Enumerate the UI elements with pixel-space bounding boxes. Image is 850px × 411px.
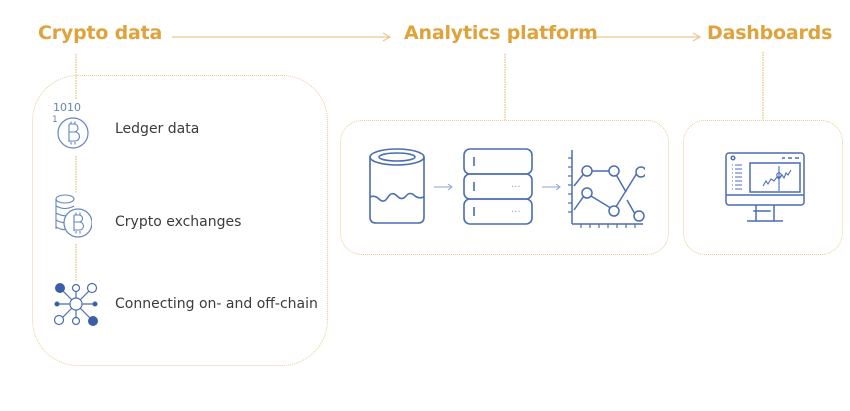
bitcoin-binary-icon: 1010 1 [50, 100, 90, 154]
arrow-crypto-to-analytics [172, 32, 392, 42]
stage-title-dashboards: Dashboards [707, 22, 833, 44]
crypto-exchanges-label: Crypto exchanges [115, 214, 242, 230]
server-dots-2: ··· [511, 207, 521, 218]
arrow-analytics-to-dashboards [583, 32, 702, 42]
binary-text-2: 1 [52, 115, 58, 125]
arrow-servers-to-chart [542, 183, 561, 191]
stage-title-crypto-data: Crypto data [38, 22, 163, 44]
analytics-platform-panel [340, 120, 669, 255]
connecting-chain-label: Connecting on- and off-chain [115, 296, 318, 312]
monitor-dashboard-icon [724, 151, 806, 227]
line-chart-icon [565, 148, 647, 228]
network-hub-icon [53, 281, 99, 327]
stage-title-analytics-platform: Analytics platform [404, 22, 598, 44]
database-icon [367, 147, 427, 225]
server-dots: ··· [511, 182, 521, 193]
binary-text: 1010 [53, 101, 81, 114]
arrow-database-to-servers [434, 183, 453, 191]
ledger-data-label: Ledger data [115, 121, 200, 137]
dashboards-panel [683, 120, 843, 255]
server-stack-icon: ··· ··· [462, 148, 534, 226]
